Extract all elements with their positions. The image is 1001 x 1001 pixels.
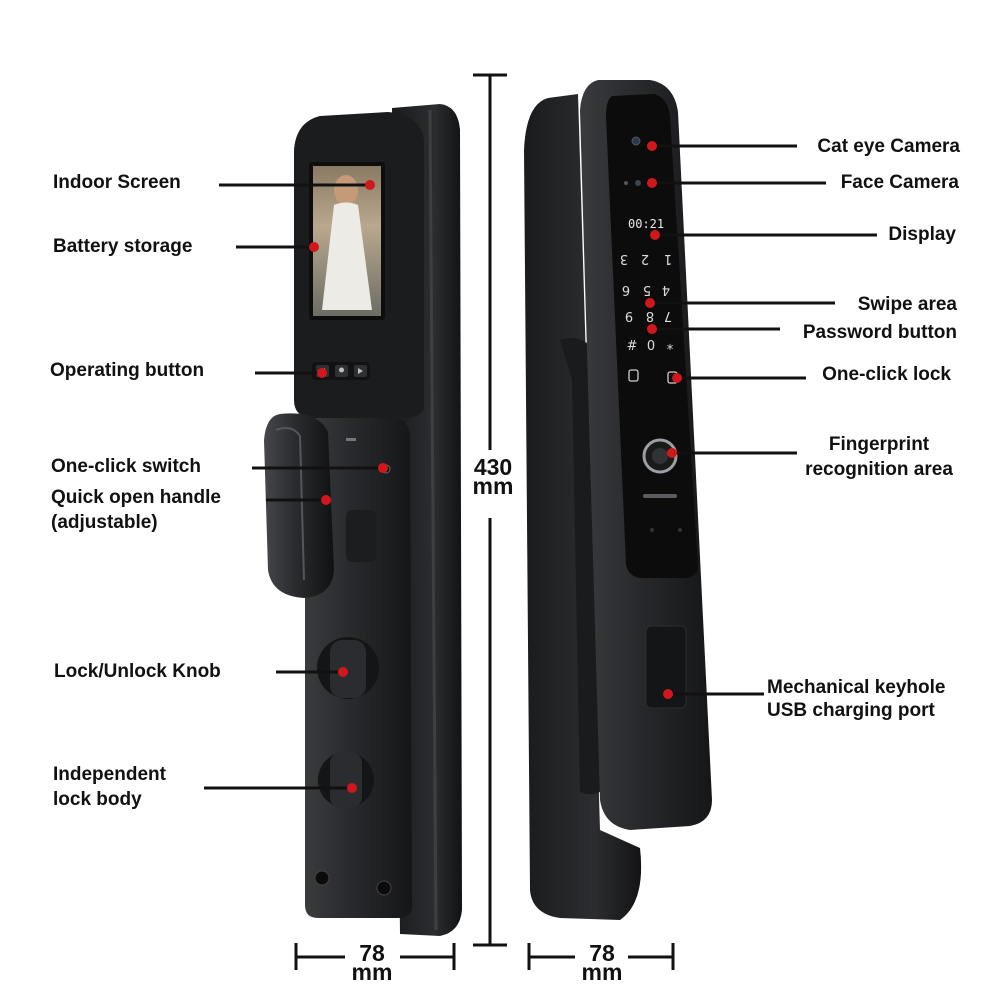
handle-spindle — [346, 510, 376, 562]
label-quick-open-handle-line2: (adjustable) — [51, 512, 158, 533]
face-camera-sensor-left — [624, 181, 628, 185]
label-one-click-lock: One-click lock — [822, 364, 951, 385]
label-display: Display — [888, 224, 956, 245]
fingerprint-icon — [652, 448, 668, 464]
dimension-width-right-value: 78 — [589, 940, 615, 966]
mechanical-keyhole-cover[interactable] — [645, 625, 687, 709]
label-keyhole-line2: USB charging port — [767, 700, 935, 721]
dimension-height-unit: mm — [472, 473, 514, 499]
marker-dot-face-camera — [647, 178, 657, 188]
keypad-key[interactable]: 1 — [664, 251, 672, 266]
cat-eye-camera — [631, 136, 641, 146]
dimension-lines — [294, 73, 675, 970]
dimension-width-right: 78 mm — [574, 940, 630, 985]
keypad-key[interactable]: 9 — [625, 308, 633, 323]
marker-dot-battery-storage — [309, 242, 319, 252]
marker-dot-lock-unlock-knob — [338, 667, 348, 677]
display-time: 00:21 — [628, 217, 664, 231]
dimension-height: 430 mm — [463, 454, 523, 499]
outdoor-unit: 00:21 123 456 789 * 0 # — [524, 80, 712, 920]
label-fingerprint-line2: recognition area — [805, 459, 953, 480]
label-swipe-area: Swipe area — [857, 294, 957, 315]
dimension-height-value: 430 — [473, 454, 513, 480]
keypad-key[interactable]: 4 — [662, 282, 670, 297]
label-indoor-screen: Indoor Screen — [53, 172, 181, 193]
label-independent-lock-body: Independent lock body — [53, 762, 166, 812]
label-lock-unlock-knob: Lock/Unlock Knob — [54, 661, 221, 682]
right-arrow-icon — [358, 368, 363, 374]
lock-icon — [628, 369, 639, 382]
label-one-click-switch: One-click switch — [51, 456, 201, 477]
label-mechanical-keyhole: Mechanical keyhole USB charging port — [767, 676, 945, 722]
label-quick-open-handle-line1: Quick open handle — [51, 487, 221, 508]
bell-icon — [339, 367, 344, 373]
label-quick-open-handle: Quick open handle (adjustable) — [51, 485, 221, 535]
label-fingerprint-area: Fingerprint recognition area — [800, 432, 958, 482]
face-camera — [635, 180, 641, 186]
indoor-unit — [264, 104, 462, 936]
marker-dot-indoor-screen — [365, 180, 375, 190]
label-face-camera: Face Camera — [840, 172, 959, 193]
marker-dot-operating-button — [317, 368, 327, 378]
keypad-key[interactable]: * — [666, 336, 673, 351]
screw-hole-left — [314, 870, 330, 886]
label-battery-storage: Battery storage — [53, 236, 193, 257]
marker-dot-one-click-lock — [672, 373, 682, 383]
marker-dot-display — [650, 230, 660, 240]
marker-dot-one-click-switch — [378, 463, 388, 473]
label-independent-lock-body-line1: Independent — [53, 764, 166, 785]
label-independent-lock-body-line2: lock body — [53, 789, 142, 810]
indoor-rail-groove — [428, 109, 438, 931]
marker-dot-independent-lock-body — [347, 783, 357, 793]
screen-person-head — [334, 175, 358, 205]
keypad-key[interactable]: 2 — [641, 251, 649, 266]
marker-dot-swipe-area — [645, 298, 655, 308]
marker-dot-fingerprint — [667, 448, 677, 458]
sensor-dot-right — [678, 528, 682, 532]
marker-dot-cat-eye-camera — [647, 141, 657, 151]
label-operating-button: Operating button — [50, 360, 205, 381]
keypad-key[interactable]: 5 — [643, 282, 651, 297]
label-cat-eye-camera: Cat eye Camera — [817, 136, 960, 157]
independent-lock-knob[interactable] — [330, 752, 362, 808]
keypad-key[interactable]: 3 — [620, 251, 628, 266]
keypad-key[interactable]: 8 — [646, 308, 654, 323]
dimension-width-left: 78 mm — [344, 940, 400, 985]
handle-highlight — [275, 427, 305, 581]
screen-person-dress — [322, 202, 372, 310]
dimension-width-left-value: 78 — [359, 940, 385, 966]
keypad-key[interactable]: 0 — [647, 336, 655, 351]
label-password-button: Password button — [802, 322, 957, 343]
status-light-bar — [643, 494, 677, 498]
quick-open-handle[interactable] — [264, 413, 334, 598]
dimension-width-left-unit: mm — [351, 959, 393, 985]
keypad-key[interactable]: # — [627, 336, 638, 351]
lock-unlock-knob[interactable] — [330, 640, 366, 698]
label-fingerprint-line1: Fingerprint — [828, 434, 930, 455]
marker-dot-keyhole — [663, 689, 673, 699]
dimension-width-right-unit: mm — [581, 959, 623, 985]
marker-dot-password-button — [647, 324, 657, 334]
leader-lines — [204, 141, 877, 793]
screw-hole-right — [376, 880, 392, 896]
keypad: 123 456 789 * 0 # — [620, 251, 673, 351]
sensor-dot-left — [650, 528, 654, 532]
one-click-switch-slot — [346, 438, 356, 441]
keypad-key[interactable]: 6 — [622, 282, 630, 297]
label-keyhole-line1: Mechanical keyhole — [767, 677, 946, 698]
keypad-key[interactable]: 7 — [664, 308, 672, 323]
marker-dot-quick-open-handle — [321, 495, 331, 505]
